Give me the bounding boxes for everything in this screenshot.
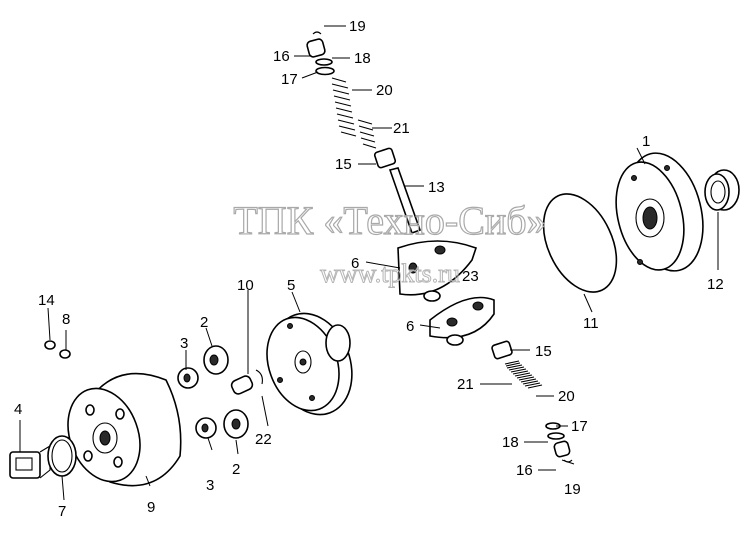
- label-21-upper: 21: [393, 120, 410, 137]
- part-6-lower-plate: [429, 296, 495, 346]
- part-6-upper-plate: [397, 240, 478, 302]
- label-22: 22: [255, 431, 272, 448]
- lower-valve-stack: [491, 340, 573, 463]
- part-labels: 1 2 2 3 3 4 5 6 6 7 8 9 10 11 12 13 14 1…: [14, 18, 724, 520]
- label-2-lower: 2: [232, 461, 240, 478]
- label-17-lower: 17: [571, 418, 588, 435]
- upper-valve-stack: [306, 31, 422, 235]
- part-11-gasket: [542, 193, 618, 293]
- label-11: 11: [583, 315, 599, 332]
- leader-lines: [19, 25, 719, 501]
- part-14-8-fittings: [44, 340, 71, 359]
- part-5-flange: [266, 312, 353, 416]
- label-5: 5: [287, 277, 295, 294]
- part-7-oring: [47, 435, 77, 477]
- label-9: 9: [147, 499, 155, 516]
- label-15-upper: 15: [335, 156, 352, 173]
- watermark-title: ТПК «Техно-Сиб»: [233, 198, 546, 243]
- label-7: 7: [58, 503, 66, 520]
- label-20-lower: 20: [558, 388, 575, 405]
- label-10: 10: [237, 277, 254, 294]
- part-4-plug: [9, 445, 51, 479]
- label-19-lower: 19: [564, 481, 581, 498]
- label-16-lower: 16: [516, 462, 533, 479]
- label-3-upper: 3: [180, 335, 188, 352]
- label-19-upper: 19: [349, 18, 366, 35]
- part-2-3-upper: [177, 345, 229, 389]
- label-13: 13: [428, 179, 445, 196]
- label-2-upper: 2: [200, 314, 208, 331]
- label-15-lower: 15: [535, 343, 552, 360]
- part-2-3-lower: [195, 409, 249, 439]
- label-18-upper: 18: [354, 50, 371, 67]
- label-17-upper: 17: [281, 71, 298, 88]
- label-12: 12: [707, 276, 724, 293]
- label-4: 4: [14, 401, 22, 418]
- label-1: 1: [642, 133, 650, 150]
- label-16-upper: 16: [273, 48, 290, 65]
- label-3-lower: 3: [206, 477, 214, 494]
- label-8: 8: [62, 311, 70, 328]
- watermark: ТПК «Техно-Сиб» www.tpkts.ru: [233, 197, 548, 288]
- label-14: 14: [38, 292, 55, 309]
- part-9-body: [67, 372, 182, 487]
- label-6-lower: 6: [406, 318, 414, 335]
- label-20-upper: 20: [376, 82, 393, 99]
- label-6-upper: 6: [351, 255, 359, 272]
- label-18-lower: 18: [502, 434, 519, 451]
- part-1-cover: [615, 152, 704, 272]
- label-23: 23: [462, 268, 479, 285]
- part-10-pin: [230, 369, 263, 395]
- watermark-url: www.tpkts.ru: [320, 259, 460, 288]
- label-21-lower: 21: [457, 376, 474, 393]
- part-12-seal: [704, 169, 740, 211]
